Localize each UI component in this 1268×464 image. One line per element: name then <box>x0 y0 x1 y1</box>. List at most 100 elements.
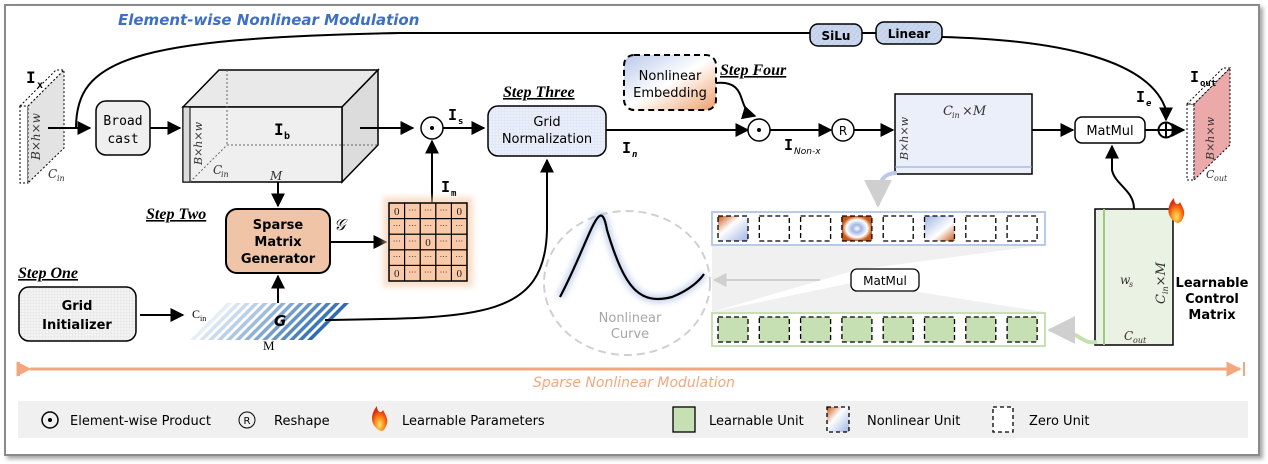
learnable-label-1: Learnable <box>1176 276 1249 291</box>
nonlinear-unit <box>841 215 873 242</box>
ie-symbol: I <box>1136 88 1145 106</box>
grid-stripe <box>280 303 322 340</box>
learnable-unit <box>841 316 873 343</box>
legend-label-zero: Zero Unit <box>1029 414 1090 429</box>
learnable-control-matrix: w s Cin×M C out <box>1094 208 1174 346</box>
grid-stripe <box>289 303 331 340</box>
legend-item-learnable: Learnable Unit <box>672 406 804 433</box>
nonlinear-unit <box>923 215 956 242</box>
legend-item-reshape: R Reshape <box>238 411 330 429</box>
learnable-unit <box>965 316 997 343</box>
reshaped-dim-xm: ×M <box>962 104 987 119</box>
curve-label-1: Nonlinear <box>599 311 662 326</box>
broadcast-label-1: Broad <box>103 114 142 129</box>
inonx-symbol: I <box>784 136 793 154</box>
sparse-gen-label-3: Generator <box>241 252 316 267</box>
zero-unit <box>758 215 790 242</box>
grid-stripe <box>235 303 277 340</box>
matrix-cell-value: ··· <box>455 253 463 262</box>
grid-norm-label-2: Normalization <box>502 132 592 147</box>
matrix-cell-value: ··· <box>424 206 432 215</box>
legend-background <box>18 401 1248 438</box>
lcm-dim: Cin×M <box>1154 261 1170 304</box>
learnable-label-3: Matrix <box>1188 308 1236 323</box>
legend-label-learnable: Learnable Unit <box>709 414 804 429</box>
tensor-ib-cuboid: I b B×h×w C in M <box>181 68 380 184</box>
learnable-unit <box>882 316 914 343</box>
learnable-unit <box>758 316 790 343</box>
matrix-to-units-link <box>864 171 898 208</box>
grid-norm-label-1: Grid <box>533 115 560 130</box>
matrix-cell-value: 0 <box>394 268 400 280</box>
im-sub: m <box>451 189 457 199</box>
nonlinear-curve-group: Nonlinear Curve <box>543 210 711 356</box>
grid-stripe <box>226 303 268 340</box>
matmul-main-label: MatMul <box>1086 124 1133 139</box>
nonlinear-unit-row <box>711 211 1046 246</box>
matrix-cell-value: ··· <box>393 253 401 262</box>
grid-stripe <box>190 303 232 340</box>
grid-stripe <box>253 303 295 340</box>
is-sub: s <box>458 117 463 127</box>
iout-dim-cout-sub: out <box>1214 174 1228 183</box>
silu-block: SiLu <box>809 23 863 47</box>
zero-unit <box>882 215 914 242</box>
matrix-cell-value: ··· <box>393 221 401 230</box>
legend-nonlinear-swatch <box>826 406 850 433</box>
matrix-cell-value: ··· <box>408 221 416 230</box>
matrix-cell-value: ··· <box>424 253 432 262</box>
learnable-unit <box>1006 316 1038 343</box>
grid-dim-m: M <box>263 338 275 353</box>
element-wise-title: Element-wise Nonlinear Modulation <box>118 11 419 29</box>
grid-stripe <box>307 303 349 340</box>
reshape-symbol: R <box>839 124 847 138</box>
matrix-cell-value: ··· <box>393 237 401 246</box>
learnable-unit <box>799 316 832 343</box>
step-four-label: Step Four <box>720 62 787 79</box>
linear-block-main: Linear <box>875 21 943 45</box>
nonlinear-unit <box>717 215 749 242</box>
matrix-cell-value: ··· <box>440 206 448 215</box>
legend-item-flame: Learnable Parameters <box>372 406 545 431</box>
step-three-label: Step Three <box>503 84 575 101</box>
broadcast-block: Broad cast <box>95 100 151 156</box>
matrix-cell-value: 0 <box>456 268 462 280</box>
ie-arrow <box>941 36 1173 122</box>
legend-label-product: Element-wise Product <box>70 414 211 429</box>
ib-dim-cin-sub: in <box>221 170 229 179</box>
ix-sub: x <box>37 80 43 91</box>
reshape-node: R <box>831 118 855 142</box>
matrix-cell: 0 <box>450 264 468 282</box>
zero-unit <box>799 215 832 242</box>
legend-learnable-swatch <box>672 406 696 433</box>
legend-label-reshape: Reshape <box>274 414 330 429</box>
grid-to-normalization-arrow <box>324 158 554 321</box>
broadcast-label-2: cast <box>107 132 138 147</box>
reshaped-dim-cin: C <box>943 104 953 119</box>
lcm-to-matmul-arrow <box>1105 144 1135 210</box>
grid-normalization-block: Grid Normalization <box>487 105 607 157</box>
matrix-cell-value: ··· <box>440 237 448 246</box>
legend-reshape-symbol: R <box>244 416 251 427</box>
iout-symbol: I <box>1190 68 1199 86</box>
fan-shade-top <box>712 245 1044 312</box>
element-wise-product-1 <box>420 116 444 140</box>
ix-symbol: I <box>26 68 36 87</box>
iout-sub: out <box>1200 79 1216 89</box>
curve-dashed-ellipse <box>543 210 711 356</box>
step-two-label: Step Two <box>146 206 206 223</box>
grid-dim-cin: C <box>192 307 200 321</box>
ix-dim-cin-sub: in <box>57 174 65 183</box>
nonlinear-embedding-block: Nonlinear Embedding <box>623 54 717 111</box>
embedding-to-product-arrow <box>715 81 757 120</box>
ib-dim-cin: C <box>213 163 222 177</box>
matrix-cell-value: ··· <box>408 253 416 262</box>
silu-label: SiLu <box>822 29 851 43</box>
legend-item-zero: Zero Unit <box>992 406 1090 433</box>
in-sub: n <box>632 150 637 160</box>
legend-label-flame: Learnable Parameters <box>402 414 545 429</box>
in-symbol: I <box>622 139 631 157</box>
sparse-matrix-generator-block: Sparse Matrix Generator <box>225 208 331 274</box>
ib-dim-m: M <box>269 169 283 183</box>
